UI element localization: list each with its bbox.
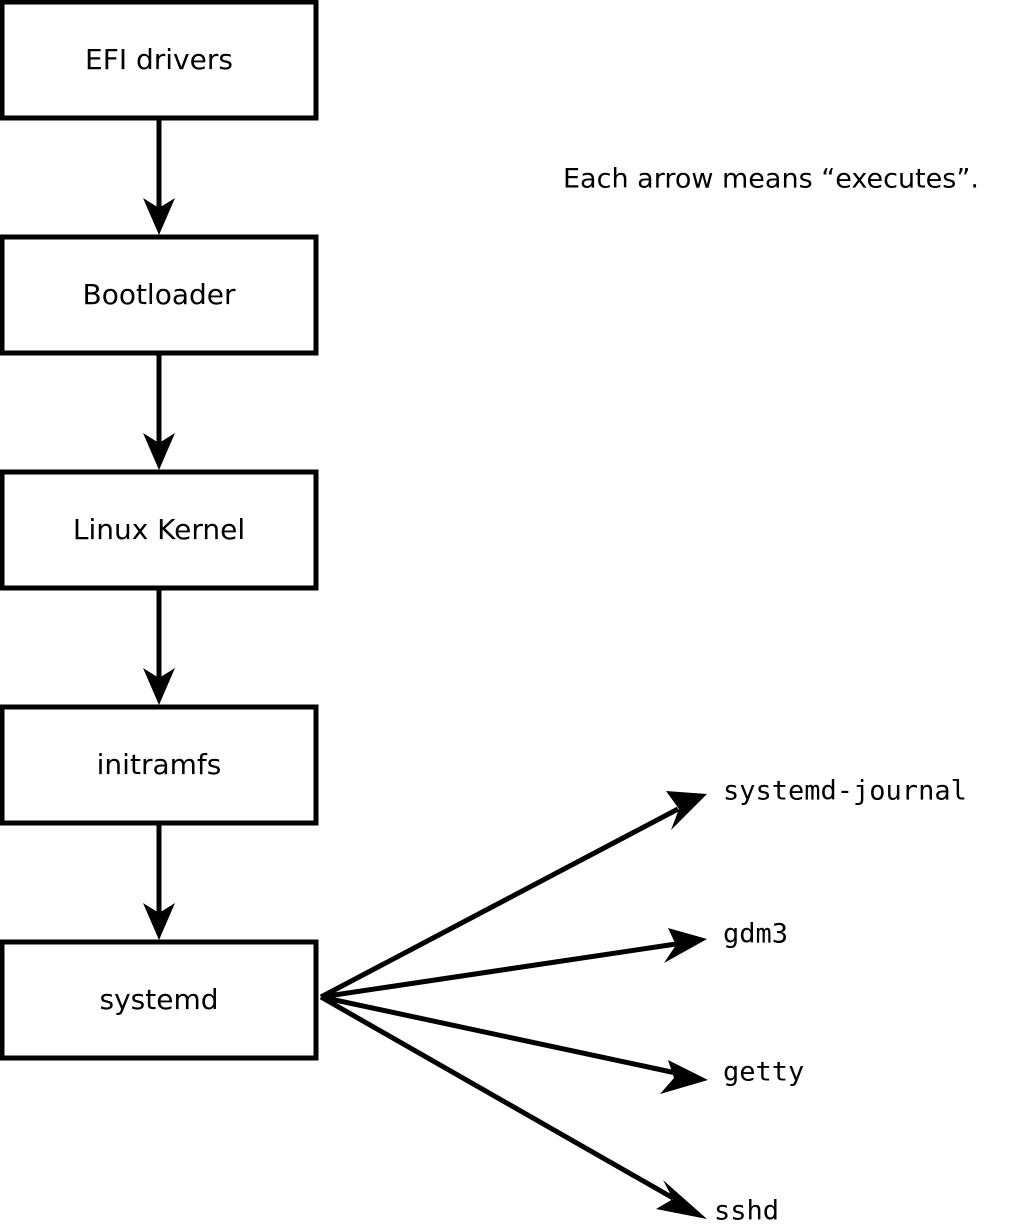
node-label: initramfs bbox=[97, 748, 222, 781]
service-label-gdm3: gdm3 bbox=[723, 919, 788, 950]
arrowhead-icon bbox=[143, 903, 175, 940]
arrowhead-icon bbox=[143, 433, 175, 470]
edge-line bbox=[320, 941, 677, 1000]
node-initramfs[interactable]: initramfs bbox=[0, 704, 319, 826]
edge-systemd-to-systemd-journal bbox=[319, 791, 707, 1000]
node-label: Bootloader bbox=[82, 278, 236, 311]
edge-linux-kernel-to-initramfs bbox=[143, 588, 175, 705]
edge-systemd-to-gdm3 bbox=[320, 928, 707, 1000]
node-box bbox=[0, 469, 319, 591]
diagram-caption: Each arrow means “executes”. bbox=[563, 164, 979, 195]
edge-line bbox=[319, 806, 680, 1000]
node-label: systemd bbox=[100, 983, 219, 1016]
arrowhead-icon bbox=[660, 1060, 708, 1094]
arrowhead-icon bbox=[666, 791, 707, 830]
service-label-getty: getty bbox=[723, 1057, 804, 1088]
node-box bbox=[0, 704, 319, 826]
service-label-systemd-journal: systemd-journal bbox=[723, 776, 967, 807]
edge-systemd-to-getty bbox=[320, 994, 708, 1094]
node-box bbox=[0, 234, 319, 356]
edge-initramfs-to-systemd bbox=[143, 823, 175, 940]
node-systemd[interactable]: systemd bbox=[0, 939, 319, 1061]
node-box bbox=[0, 939, 319, 1061]
service-label-sshd: sshd bbox=[714, 1196, 779, 1227]
edge-bootloader-to-linux-kernel bbox=[143, 353, 175, 470]
arrowhead-icon bbox=[656, 1180, 707, 1219]
node-efi-drivers[interactable]: EFI drivers bbox=[0, 0, 319, 121]
node-label: EFI drivers bbox=[85, 43, 233, 76]
arrowhead-icon bbox=[143, 198, 175, 235]
node-linux-kernel[interactable]: Linux Kernel bbox=[0, 469, 319, 591]
edge-systemd-to-sshd bbox=[319, 994, 707, 1219]
node-label: Linux Kernel bbox=[73, 513, 245, 546]
edge-efi-drivers-to-bootloader bbox=[143, 118, 175, 235]
arrowhead-icon bbox=[143, 668, 175, 705]
edge-line bbox=[319, 994, 675, 1201]
edge-line bbox=[320, 994, 677, 1076]
arrowhead-icon bbox=[664, 928, 707, 963]
node-box bbox=[0, 0, 319, 121]
node-bootloader[interactable]: Bootloader bbox=[0, 234, 319, 356]
